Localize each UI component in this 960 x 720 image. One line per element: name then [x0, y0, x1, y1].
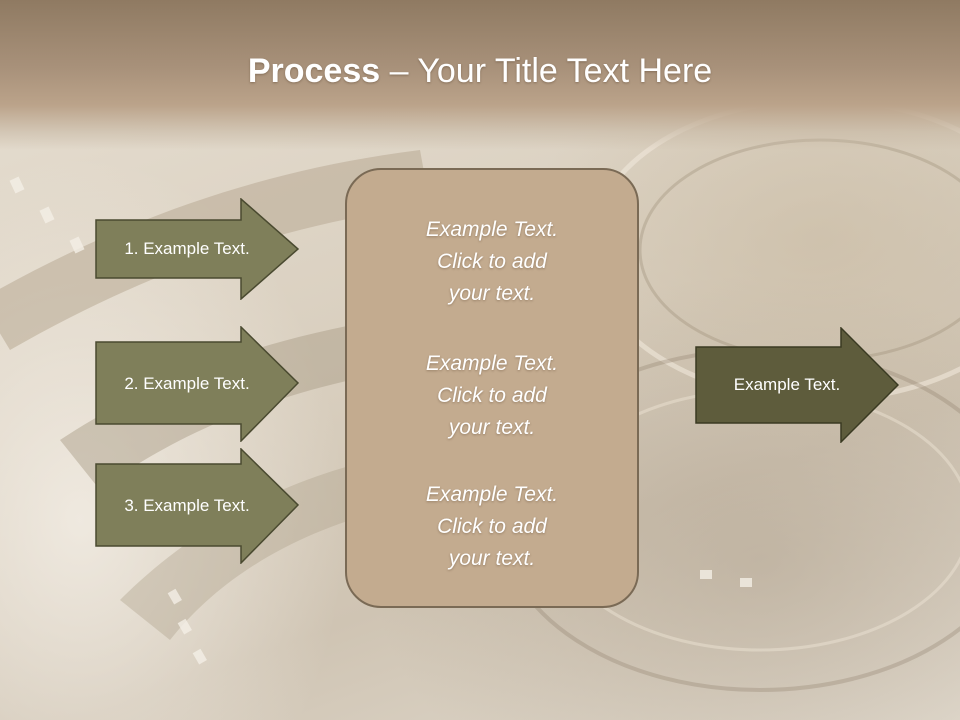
- block-3-line-3: your text.: [448, 547, 536, 570]
- output-label: Example Text.: [733, 375, 841, 394]
- block-3-line-2: Click to add: [437, 515, 547, 538]
- text-block-1: Example Text. Click to add your text.: [347, 214, 637, 310]
- output-arrow[interactable]: Example Text.: [695, 327, 899, 443]
- right-arrow-icon: [95, 326, 299, 442]
- step-label-3: 3. Example Text.: [124, 496, 250, 515]
- step-label-1: 1. Example Text.: [124, 239, 250, 258]
- process-step-arrow-1[interactable]: 1. Example Text.: [95, 198, 299, 300]
- right-arrow-icon: [95, 198, 299, 300]
- center-text-box[interactable]: Example Text. Click to add your text. Ex…: [345, 168, 639, 608]
- block-2-line-2: Click to add: [437, 384, 547, 407]
- title-bold: Process: [247, 52, 381, 90]
- block-1-line-3: your text.: [448, 282, 536, 305]
- block-1-line-1: Example Text.: [425, 218, 559, 241]
- step-label-2: 2. Example Text.: [124, 374, 250, 393]
- text-block-2: Example Text. Click to add your text.: [347, 348, 637, 444]
- right-arrow-icon: [695, 327, 899, 443]
- process-step-arrow-3[interactable]: 3. Example Text.: [95, 448, 299, 564]
- process-step-arrow-2[interactable]: 2. Example Text.: [95, 326, 299, 442]
- block-3-line-1: Example Text.: [425, 483, 559, 506]
- title-rest: – Your Title Text Here: [380, 52, 713, 90]
- block-2-line-1: Example Text.: [425, 352, 559, 375]
- block-1-line-2: Click to add: [437, 250, 547, 273]
- right-arrow-icon: [95, 448, 299, 564]
- slide-title: Process – Your Title Text Here: [0, 52, 960, 91]
- block-2-line-3: your text.: [448, 416, 536, 439]
- text-block-3: Example Text. Click to add your text.: [347, 479, 637, 575]
- title-bar: [0, 0, 960, 150]
